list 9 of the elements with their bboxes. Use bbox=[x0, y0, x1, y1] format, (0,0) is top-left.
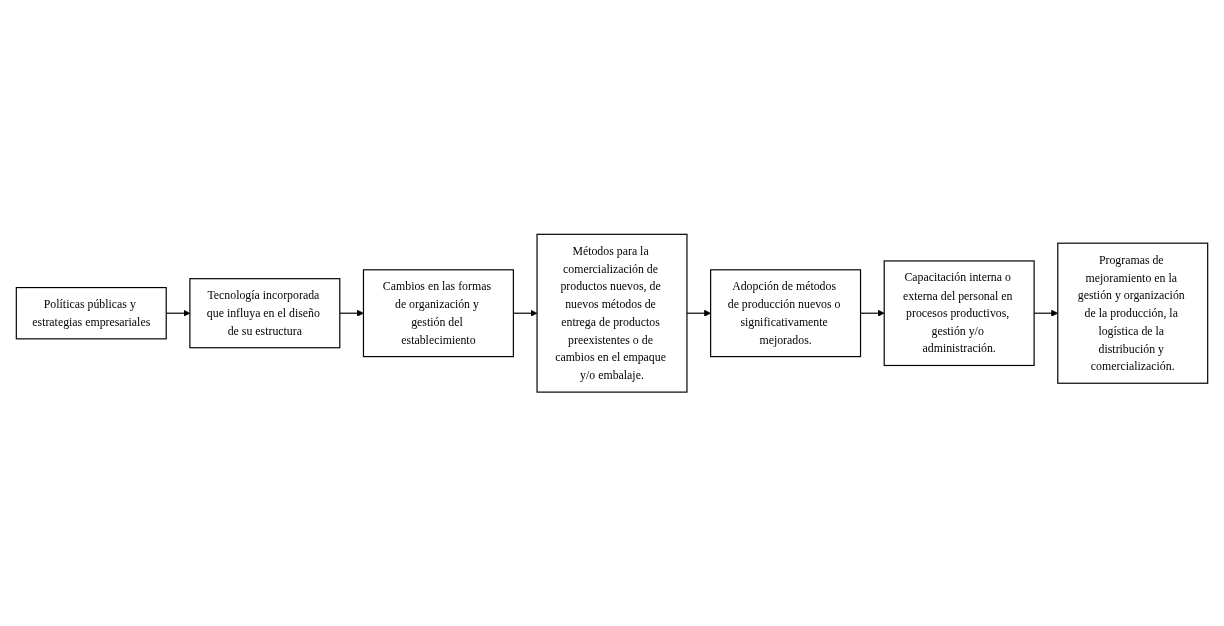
arrow bbox=[686, 309, 711, 317]
node-box: Métodos para la comercialización de productos nuevos, de nuevos métodos de entrega de productos preexistentes o de cambios en el empaque y/o embalaje. bbox=[536, 233, 688, 393]
node-box: Políticas públicas y estrategias empresariales bbox=[15, 286, 167, 340]
node-box: Tecnología incorporada que influya en el diseño de su estructura bbox=[189, 277, 341, 349]
node-box: Capacitación interna o externa del personal en procesos productivos, gestión y/o administración. bbox=[883, 260, 1035, 366]
node-box: Programas de mejoramiento en la gestión y organización de la producción, la logística de la distribución y comercialización. bbox=[1057, 242, 1209, 384]
node-box: Cambios en las formas de organización y gestión del establecimiento bbox=[362, 269, 514, 357]
node-box: Adopción de métodos de producción nuevos o significativamente mejorados. bbox=[710, 269, 862, 357]
arrow bbox=[339, 309, 364, 317]
